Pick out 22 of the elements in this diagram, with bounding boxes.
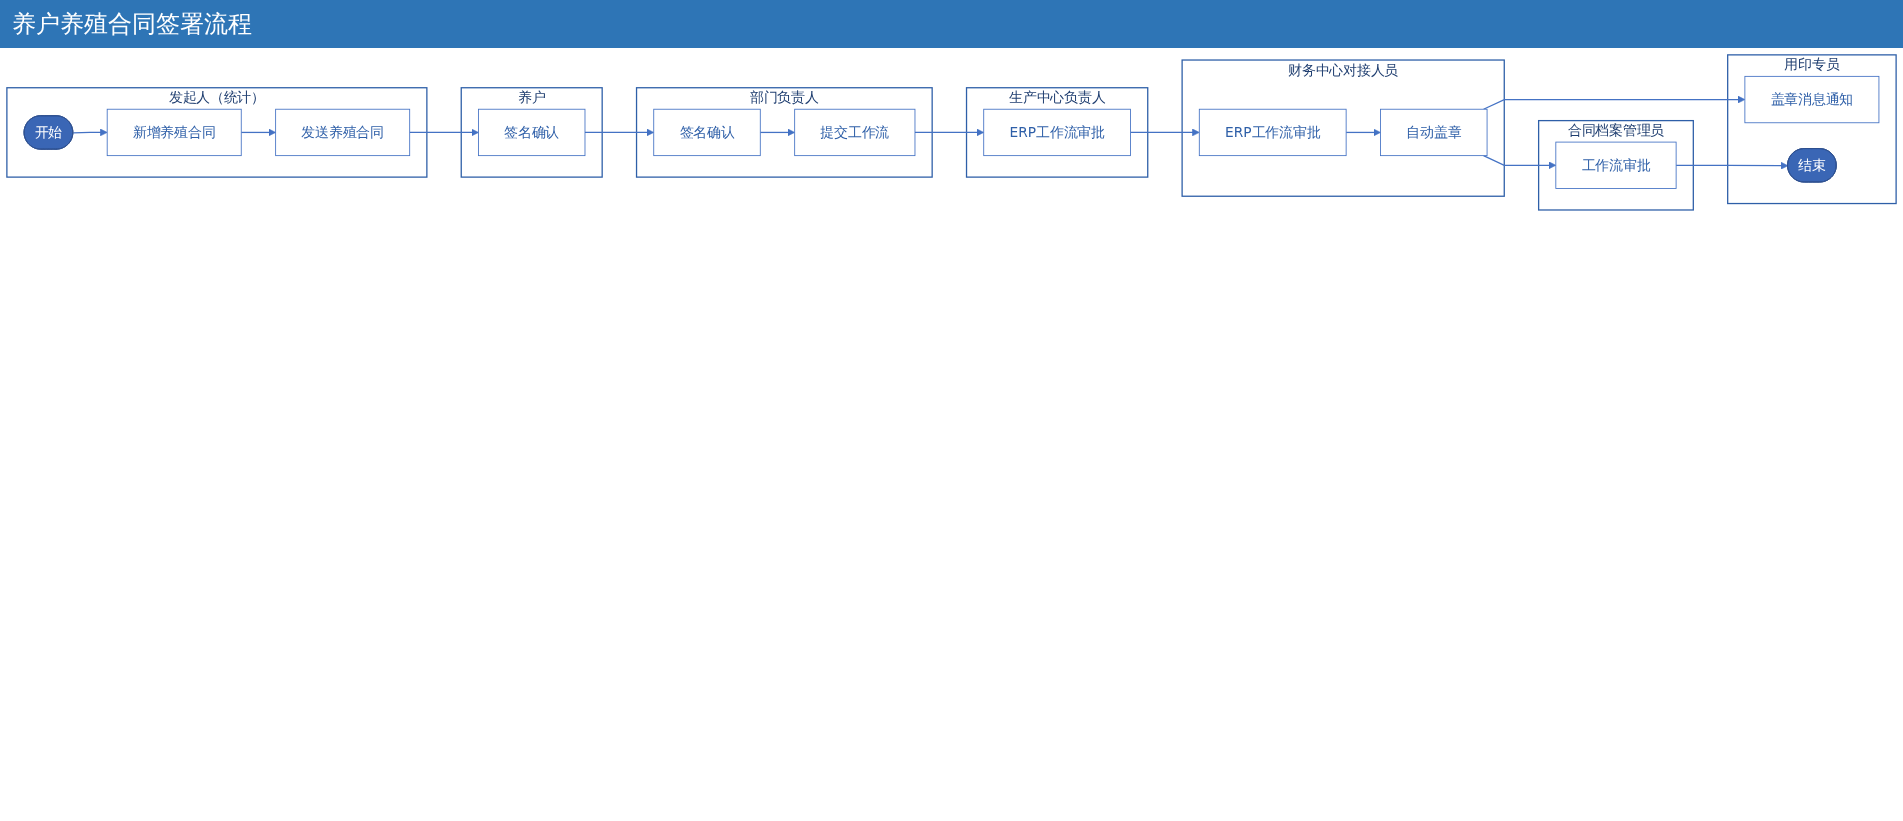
- arrow: [409, 128, 479, 137]
- arrow: [72, 128, 108, 137]
- arrow: [1482, 155, 1557, 170]
- node-box: 签名确认: [653, 108, 761, 157]
- arrow: [1345, 128, 1381, 137]
- node-box: 新增养殖合同: [106, 108, 242, 157]
- node-box: ERP工作流审批: [983, 108, 1131, 157]
- node-box: 盖章消息通知: [1744, 75, 1880, 124]
- arrow: [759, 128, 795, 137]
- node-box: 提交工作流: [794, 108, 916, 157]
- arrow: [1675, 161, 1789, 170]
- node-box: ERP工作流审批: [1198, 108, 1347, 157]
- arrow: [914, 128, 985, 137]
- arrow: [1129, 128, 1200, 137]
- arrow: [240, 128, 276, 137]
- node-box: 签名确认: [478, 108, 586, 157]
- node-box: 工作流审批: [1555, 141, 1677, 189]
- arrow: [1482, 95, 1746, 110]
- arrow: [584, 128, 655, 137]
- node-box: 自动盖章: [1380, 108, 1488, 157]
- node-box: 发送养殖合同: [275, 108, 411, 157]
- diagram-title: 养户养殖合同签署流程: [0, 0, 1903, 48]
